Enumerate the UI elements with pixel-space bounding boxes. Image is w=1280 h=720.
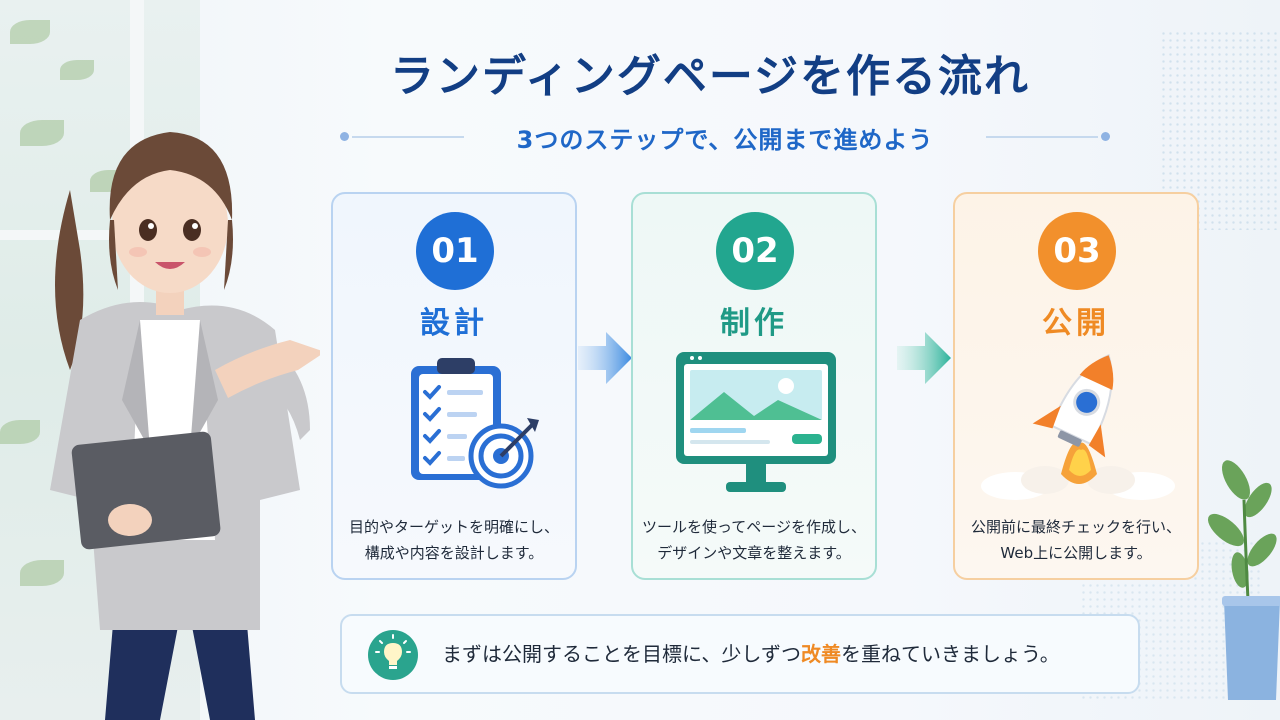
tip-text: を重ねていきましょう。 bbox=[841, 642, 1060, 666]
woman-presenter-illustration bbox=[50, 132, 320, 720]
subtitle-line bbox=[986, 136, 1098, 138]
step-card-production: 02 制作 ツールを使ってページを作成し、 デザインや文章を整えます。 bbox=[631, 192, 877, 580]
potted-plant-illustration bbox=[1207, 460, 1280, 700]
step-number-badge: 02 bbox=[716, 212, 794, 290]
step-description-line: デザインや文章を整えます。 bbox=[657, 544, 851, 562]
step-title: 制作 bbox=[720, 306, 788, 341]
step-description: 目的やターゲットを明確にし、 構成や内容を設計します。 bbox=[333, 514, 575, 566]
subtitle-row: 3つのステップで、公開まで進めよう bbox=[340, 118, 1110, 154]
step-card-publish: 03 公開 公開前に最終チェックを行い、 Web上に公開します。 bbox=[953, 192, 1199, 580]
subtitle-dot bbox=[340, 132, 349, 141]
rocket-icon bbox=[981, 353, 1175, 500]
step-description: 公開前に最終チェックを行い、 Web上に公開します。 bbox=[955, 514, 1197, 566]
leaf-decoration bbox=[20, 560, 64, 586]
page-title: ランディングページを作る流れ bbox=[389, 51, 1031, 102]
tip-highlight: 改善 bbox=[801, 642, 841, 666]
leaf-decoration bbox=[10, 20, 50, 44]
step-description-line: 公開前に最終チェックを行い、 bbox=[970, 518, 1181, 536]
step-number-badge: 03 bbox=[1038, 212, 1116, 290]
monitor-webpage-icon bbox=[676, 352, 836, 492]
subtitle-line bbox=[352, 136, 464, 138]
tip-box: まずは公開することを目標に、少しずつ改善を重ねていきましょう。 bbox=[340, 614, 1140, 694]
arrow-right-icon bbox=[897, 332, 951, 384]
leaf-decoration bbox=[0, 420, 40, 444]
step-number-badge: 01 bbox=[416, 212, 494, 290]
step-title: 公開 bbox=[1042, 306, 1110, 341]
page-subtitle: 3つのステップで、公開まで進めよう bbox=[516, 126, 934, 154]
step-title: 設計 bbox=[420, 306, 488, 341]
step-card-design: 01 設計 目的やターゲットを明確にし、 構成や内容を設計します。 bbox=[331, 192, 577, 580]
window-frame-bar bbox=[0, 230, 200, 240]
tip-text: まずは公開することを目標に、少しずつ bbox=[442, 642, 801, 666]
step-description: ツールを使ってページを作成し、 デザインや文章を整えます。 bbox=[633, 514, 875, 566]
step-description-line: 目的やターゲットを明確にし、 bbox=[348, 518, 559, 536]
clipboard-target-icon bbox=[411, 358, 539, 489]
step-description-line: Web上に公開します。 bbox=[1000, 544, 1152, 562]
step-description-line: ツールを使ってページを作成し、 bbox=[642, 518, 866, 536]
tip-message: まずは公開することを目標に、少しずつ改善を重ねていきましょう。 bbox=[442, 638, 1060, 667]
step-description-line: 構成や内容を設計します。 bbox=[364, 544, 544, 562]
leaf-decoration bbox=[60, 60, 94, 80]
arrow-right-icon bbox=[578, 332, 632, 384]
lightbulb-icon bbox=[368, 630, 418, 680]
subtitle-dot bbox=[1101, 132, 1110, 141]
leaf-decoration bbox=[20, 120, 64, 146]
